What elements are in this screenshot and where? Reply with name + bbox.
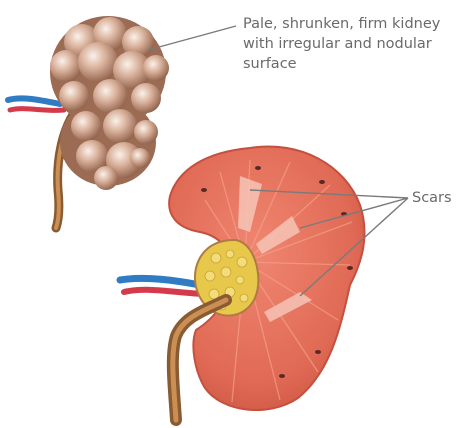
scars-label: Scars — [412, 188, 452, 208]
shrunken-kidney-body — [50, 16, 169, 190]
shrunken-kidney — [8, 16, 169, 228]
shrunken-kidney-artery — [10, 109, 64, 111]
cut-kidney-artery — [124, 290, 208, 294]
leader-line-shrunken-kidney — [148, 26, 236, 50]
cut-kidney-vein — [120, 278, 205, 286]
shrunken-kidney-label: Pale, shrunken, firm kidney with irregul… — [243, 14, 473, 74]
cut-kidney — [120, 147, 365, 420]
shrunken-kidney-vein — [8, 98, 60, 104]
